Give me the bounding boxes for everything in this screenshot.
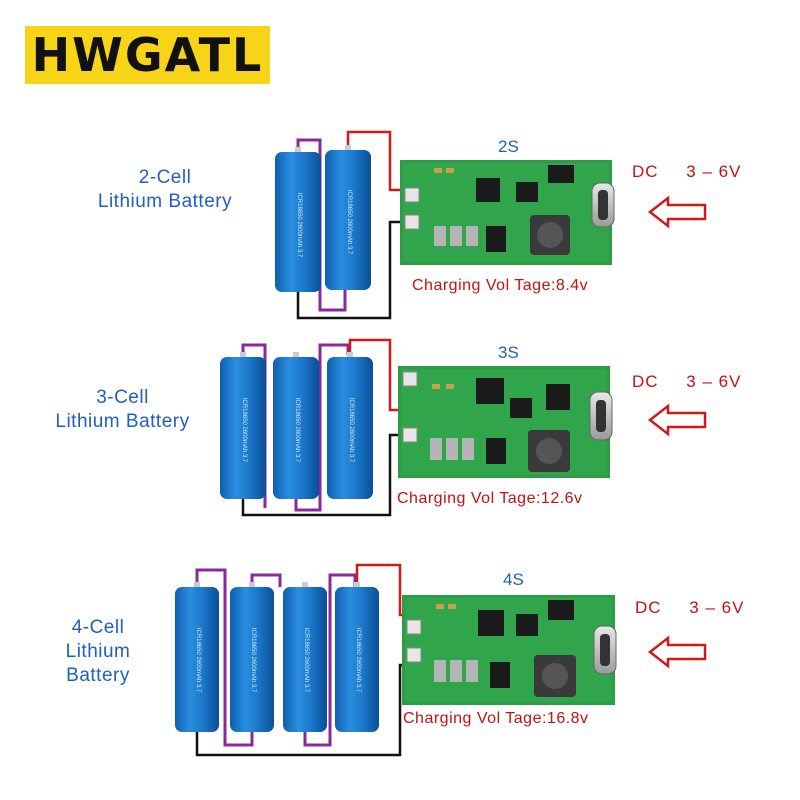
- brand-logo: HWGATL: [25, 26, 270, 84]
- wire-purple: [195, 568, 254, 747]
- battery-cell: ICR18650 2600mAh 3.7: [230, 582, 274, 732]
- label-line: 3-Cell: [96, 387, 149, 408]
- section-4s-label: 4-Cell Lithium Battery: [38, 616, 158, 688]
- battery-cell: ICR18650 2600mAh 3.7: [325, 145, 371, 290]
- battery-cell: ICR18650 2600mAh 3.7: [275, 147, 321, 292]
- section-2s-label: 2-Cell Lithium Battery: [70, 166, 260, 214]
- battery-cell: ICR18650 2600mAh 3.7: [327, 352, 373, 499]
- svg-text:ICR18650 2600mAh 3.7: ICR18650 2600mAh 3.7: [241, 398, 247, 463]
- section-3s-label: 3-Cell Lithium Battery: [20, 386, 225, 434]
- brand-logo-text: HWGATL: [31, 28, 264, 82]
- label-line: Battery: [66, 665, 130, 686]
- label-line: Lithium: [65, 641, 131, 662]
- wire-purple: [250, 573, 282, 587]
- svg-text:ICR18650 2600mAh 3.7: ICR18650 2600mAh 3.7: [294, 398, 300, 463]
- wire-red: [346, 130, 410, 192]
- section-2s-art: ICR18650 2600mAh 3.7 ICR18650 2600mAh 3.…: [275, 130, 707, 320]
- input-arrow: [647, 195, 707, 229]
- svg-text:ICR18650 2600mAh 3.7: ICR18650 2600mAh 3.7: [195, 628, 201, 693]
- dc-2s: DC 3 – 6V: [632, 162, 741, 182]
- label-line: Lithium Battery: [97, 191, 233, 212]
- battery-cell: ICR18650 2600mAh 3.7: [175, 582, 219, 732]
- wire-purple: [303, 573, 357, 747]
- label-line: 2-Cell: [138, 167, 192, 188]
- charging-3s: Charging Vol Tage:12.6v: [397, 490, 583, 507]
- battery-cell: ICR18650 2600mAh 3.7: [220, 352, 266, 499]
- svg-text:ICR18650 2600mAh 3.7: ICR18650 2600mAh 3.7: [346, 190, 352, 255]
- pcb-board: [398, 366, 613, 478]
- battery-cell: ICR18650 2600mAh 3.7: [283, 582, 327, 732]
- wire-black: [296, 220, 410, 320]
- dc-3s: DC 3 – 6V: [632, 372, 741, 392]
- series-4s: 4S: [503, 570, 524, 589]
- svg-text:ICR18650 2600mAh 3.7: ICR18650 2600mAh 3.7: [355, 628, 361, 693]
- wire-purple: [294, 343, 350, 512]
- dc-label: DC: [632, 162, 659, 181]
- svg-text:ICR18650 2600mAh 3.7: ICR18650 2600mAh 3.7: [296, 193, 302, 258]
- svg-text:ICR18650 2600mAh 3.7: ICR18650 2600mAh 3.7: [348, 398, 354, 463]
- section-3s-art: ICR18650 2600mAh 3.7 ICR18650 2600mAh 3.…: [220, 338, 707, 517]
- wire-red: [348, 338, 402, 412]
- dc-range: 3 – 6V: [686, 372, 742, 391]
- dc-label: DC: [632, 372, 659, 391]
- series-2s: 2S: [498, 137, 519, 156]
- charging-2s: Charging Vol Tage:8.4v: [412, 277, 589, 294]
- svg-text:ICR18650 2600mAh 3.7: ICR18650 2600mAh 3.7: [250, 628, 256, 693]
- pcb-board: [402, 595, 617, 705]
- svg-text:ICR18650 2600mAh 3.7: ICR18650 2600mAh 3.7: [303, 628, 309, 693]
- dc-4s: DC 3 – 6V: [635, 598, 744, 618]
- dc-label: DC: [635, 598, 662, 617]
- battery-cell: ICR18650 2600mAh 3.7: [335, 582, 379, 732]
- battery-cell: ICR18650 2600mAh 3.7: [273, 352, 319, 499]
- charging-4s: Charging Vol Tage:16.8v: [403, 710, 589, 727]
- wire-black: [241, 433, 402, 517]
- input-arrow: [647, 403, 707, 437]
- pcb-board: [400, 160, 615, 265]
- label-line: Lithium Battery: [55, 411, 190, 432]
- input-arrow: [647, 635, 707, 669]
- series-3s: 3S: [498, 343, 519, 362]
- dc-range: 3 – 6V: [689, 598, 745, 617]
- section-4s-art: ICR18650 2600mAh 3.7 ICR18650 2600mAh 3.…: [175, 563, 707, 757]
- label-line: 4-Cell: [71, 617, 125, 638]
- dc-range: 3 – 6V: [686, 162, 742, 181]
